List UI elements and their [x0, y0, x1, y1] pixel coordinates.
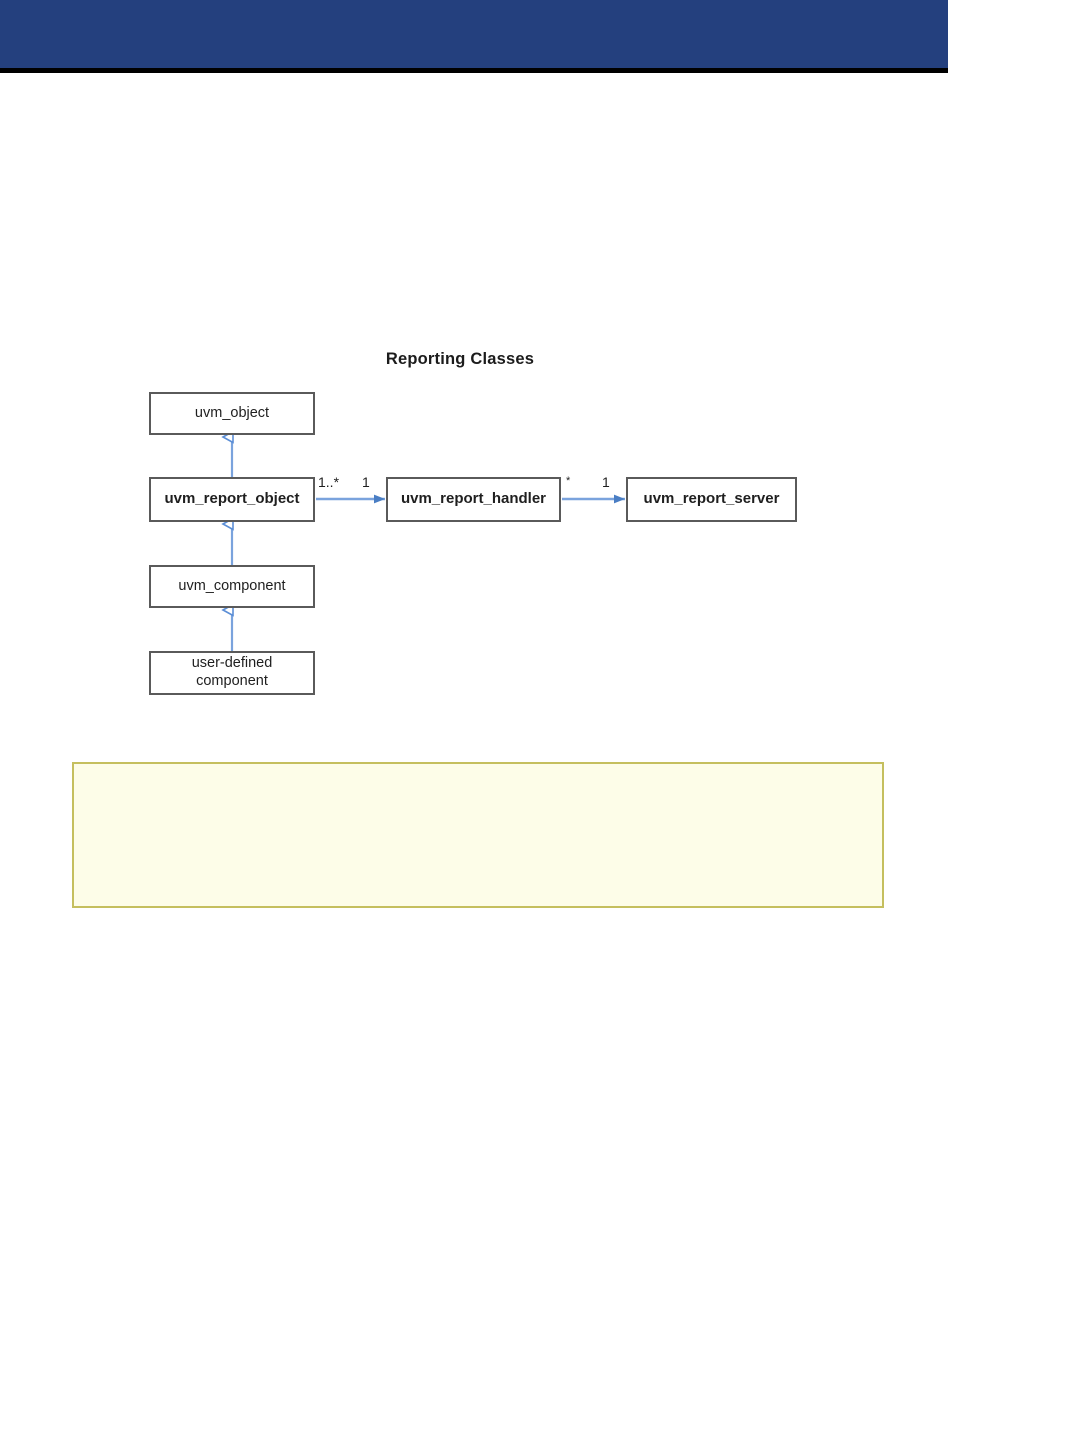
- uml-class-label-line1: user-defined: [191, 655, 273, 672]
- uml-class-label-line2: component: [196, 673, 268, 689]
- uml-class-label: uvm_object: [194, 404, 270, 421]
- uml-class-label: uvm_report_object: [164, 490, 300, 508]
- note-callout-box: [72, 762, 884, 908]
- uml-class-user-defined-component: user-defined component: [149, 651, 315, 695]
- uml-class-label: uvm_report_handler: [400, 490, 547, 508]
- multiplicity-report-server-in: 1: [602, 474, 610, 490]
- multiplicity-report-handler-in: 1: [362, 474, 370, 490]
- note-callout-text: [74, 764, 882, 784]
- uml-class-uvm-object: uvm_object: [149, 392, 315, 435]
- uml-class-uvm-report-object: uvm_report_object: [149, 477, 315, 522]
- page-header-rule: [0, 68, 948, 73]
- uml-class-label: uvm_report_server: [643, 490, 780, 508]
- figure-title: Reporting Classes: [385, 350, 535, 368]
- uml-class-uvm-report-server: uvm_report_server: [626, 477, 797, 522]
- page-header-band: [0, 0, 948, 68]
- uml-class-label: uvm_component: [178, 577, 286, 594]
- uml-class-uvm-report-handler: uvm_report_handler: [386, 477, 561, 522]
- multiplicity-report-handler-out: *: [566, 475, 571, 487]
- uml-class-label-wrapper: user-defined component: [192, 655, 273, 690]
- multiplicity-report-object-out: 1..*: [318, 474, 340, 490]
- uml-class-uvm-component: uvm_component: [149, 565, 315, 608]
